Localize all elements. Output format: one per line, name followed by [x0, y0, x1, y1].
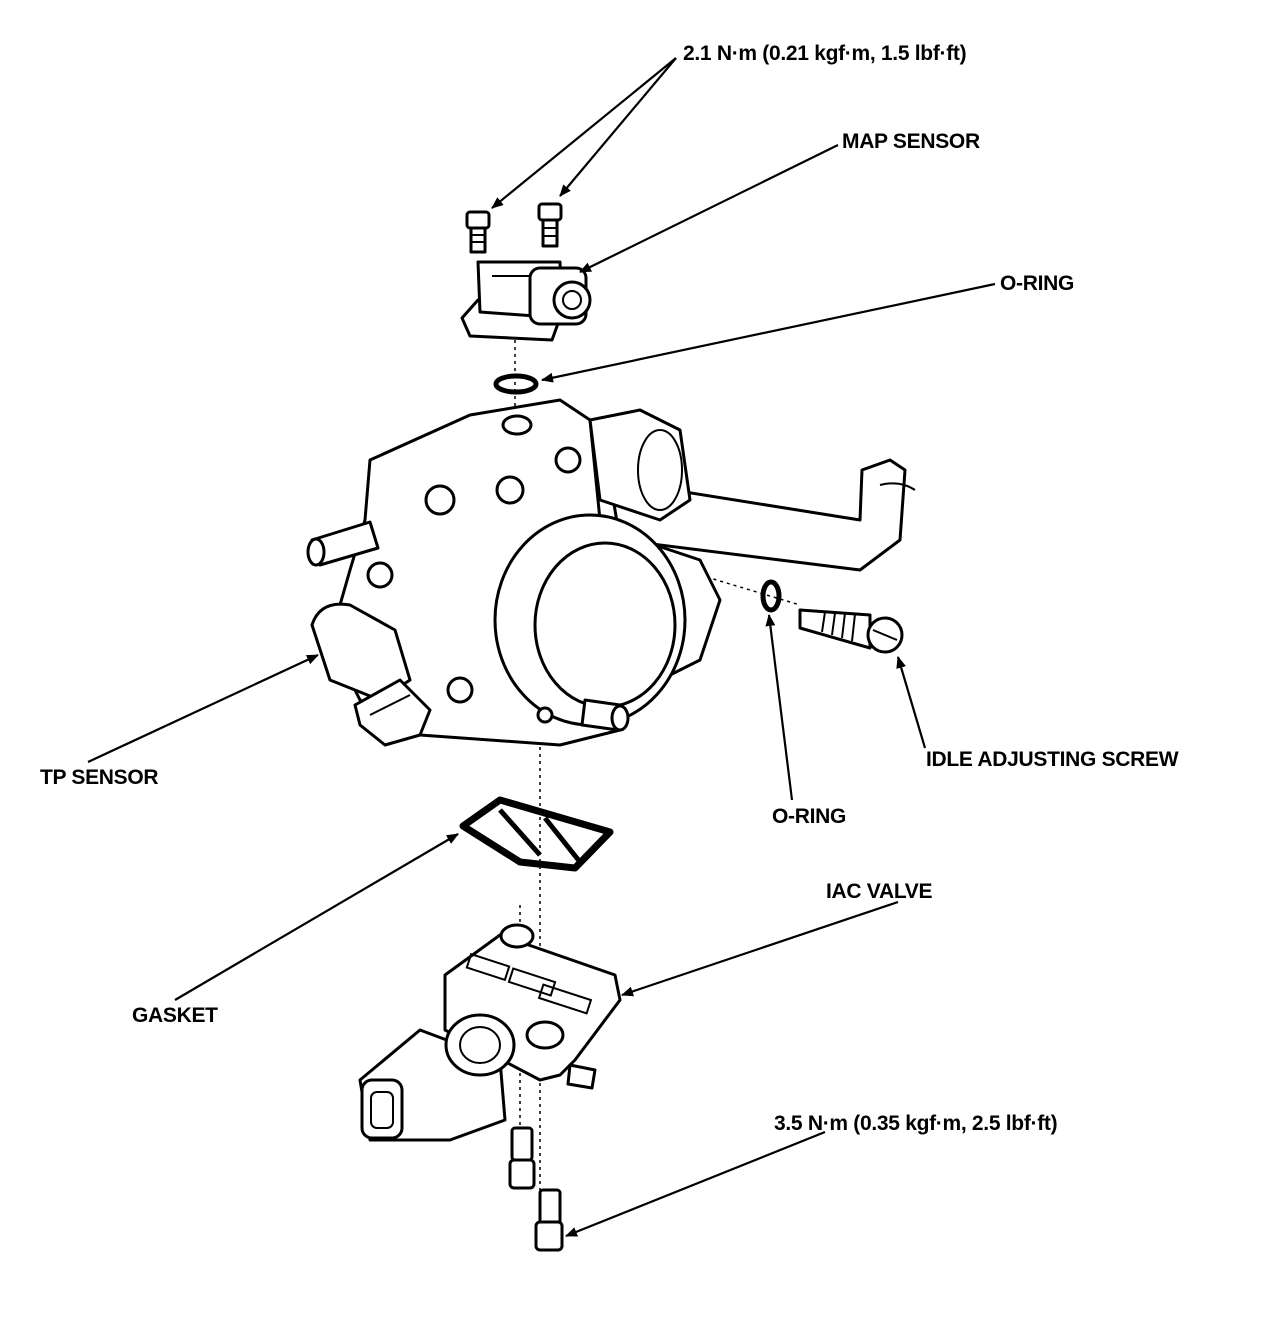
idle-adjusting-screw: [798, 608, 904, 654]
tp-sensor-label: TP SENSOR: [40, 766, 159, 789]
map-sensor: [460, 260, 592, 342]
map-bolt-left: [465, 210, 491, 254]
o-ring-upper: [493, 373, 539, 395]
map-bolt-right: [537, 202, 563, 248]
iac-valve: [358, 923, 622, 1142]
leader-lines: [87, 57, 996, 1238]
iac-bolt-upper: [508, 1126, 536, 1190]
iac-valve-label: IAC VALVE: [826, 880, 933, 903]
o-ring-upper-label: O-RING: [1000, 272, 1075, 295]
iac-bolt-lower: [534, 1188, 564, 1252]
idle-adjusting-screw-label: IDLE ADJUSTING SCREW: [926, 748, 1179, 771]
map-sensor-label: MAP SENSOR: [842, 130, 980, 153]
o-ring-lower-label: O-RING: [772, 805, 847, 828]
gasket-part: [459, 796, 614, 872]
gasket-label: GASKET: [132, 1004, 218, 1027]
tp-sensor: [310, 602, 432, 747]
throttle-body: [306, 398, 916, 747]
torque-spec-map-bolts: 2.1 N·m (0.21 kgf·m, 1.5 lbf·ft): [683, 42, 967, 65]
o-ring-lower: [760, 579, 782, 613]
torque-spec-iac-bolts: 3.5 N·m (0.35 kgf·m, 2.5 lbf·ft): [774, 1112, 1058, 1135]
